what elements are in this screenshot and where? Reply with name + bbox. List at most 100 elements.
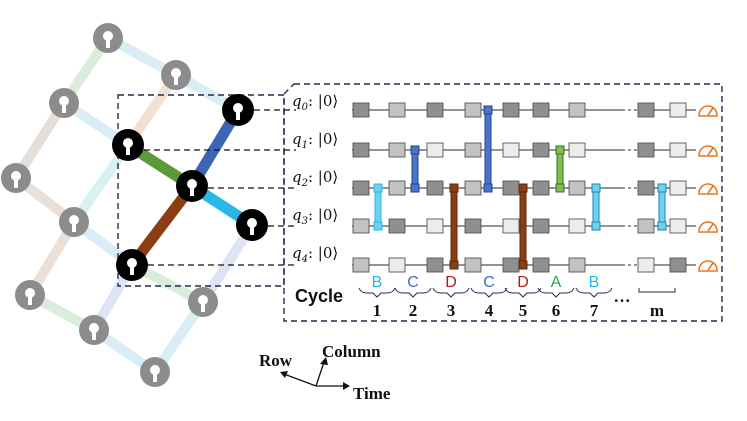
gate-q2-c5 [532, 180, 550, 196]
gate-q0-c7 [637, 102, 655, 118]
gate-q2-c1 [388, 180, 406, 196]
qubit-idle [1, 163, 31, 193]
gate-q4-c5 [532, 257, 550, 273]
qubit-active-q4 [116, 249, 148, 281]
column-arrow-icon [320, 357, 328, 365]
two-qubit-gate-end-6 [591, 183, 601, 193]
two-qubit-gate-end-3 [483, 105, 493, 115]
two-qubit-gate-end-3 [483, 183, 493, 193]
measure-icon-q3 [698, 221, 718, 233]
gate-q1-c0 [352, 142, 370, 158]
qubit-idle [79, 315, 109, 345]
two-qubit-gate-end-2 [449, 260, 459, 270]
gate-q4-c7 [637, 257, 655, 273]
qubit-label-q2: q2: |0⟩ [292, 168, 338, 189]
cycle-title: Cycle [295, 286, 343, 306]
two-qubit-gate-end-4 [518, 183, 528, 193]
gate-q3-c4 [502, 218, 520, 234]
qubit-idle [188, 287, 218, 317]
gate-q3-c7 [637, 218, 655, 234]
qubit-idle [49, 88, 79, 118]
cycle-letter-3: C [483, 274, 495, 291]
gate-q0-c4 [502, 102, 520, 118]
cycle-letter-5: A [551, 274, 562, 291]
qubit-lattice [1, 23, 285, 387]
two-qubit-gate-4 [519, 187, 527, 266]
gate-q4-c1 [388, 257, 406, 273]
cycle-brace-4 [504, 287, 542, 298]
gate-q4-c0 [352, 257, 370, 273]
gate-q3-c1 [388, 218, 406, 234]
qubit-active-q0 [222, 94, 254, 126]
axes-legend: Row Column Time [259, 342, 391, 403]
two-qubit-gate-0 [374, 187, 382, 227]
two-qubit-gate-end-0 [373, 183, 383, 193]
single-qubit-gates [352, 102, 687, 273]
cycle-number-3: 4 [485, 301, 494, 320]
cycle-letter-4: D [517, 274, 529, 291]
gate-q2-c7 [637, 180, 655, 196]
idle-qubits [1, 23, 218, 387]
gate-q2-c8 [669, 180, 687, 196]
qubit-label-q1: q1: |0⟩ [292, 130, 338, 151]
qubit-label-q3: q3: |0⟩ [292, 206, 338, 227]
gate-q4-c3 [464, 257, 482, 273]
two-qubit-gates [373, 105, 667, 270]
two-qubit-gate-end-5 [555, 183, 565, 193]
gate-q0-c3 [464, 102, 482, 118]
measure-icon-q2 [698, 183, 718, 195]
cycle-brace-1 [394, 287, 432, 298]
gate-q0-c0 [352, 102, 370, 118]
gate-q3-c5 [532, 218, 550, 234]
row-axis-line [283, 373, 317, 387]
gate-q1-c6 [568, 142, 586, 158]
gate-q3-c0 [352, 218, 370, 234]
gate-q3-c6 [568, 218, 586, 234]
two-qubit-gate-end-5 [555, 145, 565, 155]
qubit-label-q0: q0: |0⟩ [292, 92, 338, 113]
cycle-brace-3 [470, 287, 508, 298]
circuit-panel-border [283, 83, 723, 322]
gate-q2-c2 [426, 180, 444, 196]
column-axis-label: Column [322, 342, 381, 361]
gate-q0-c6 [568, 102, 586, 118]
qubit-idle [15, 280, 45, 310]
two-qubit-gate-7 [658, 187, 666, 227]
qubit-label-q4: q4: |0⟩ [292, 244, 338, 265]
cycle-brace-6 [575, 287, 613, 298]
cycle-number-4: 5 [519, 301, 528, 320]
row-arrow-icon [280, 371, 288, 378]
cycle-number-0: 1 [373, 301, 382, 320]
measurements [698, 105, 718, 272]
two-qubit-gate-end-0 [373, 221, 383, 231]
cycle-brace-8 [638, 288, 676, 293]
two-qubit-gate-end-7 [657, 183, 667, 193]
column-axis-line [315, 361, 325, 387]
qubit-active-q3 [236, 209, 268, 241]
gate-q1-c1 [388, 142, 406, 158]
gate-q0-c2 [426, 102, 444, 118]
qubit-connectors [144, 109, 296, 266]
qubit-active-q2 [176, 170, 208, 202]
two-qubit-gate-end-6 [591, 221, 601, 231]
qubit-active-q1 [112, 129, 144, 161]
gate-q1-c3 [464, 142, 482, 158]
gate-q1-c2 [426, 142, 444, 158]
two-qubit-gate-end-2 [449, 183, 459, 193]
cycle-number-1: 2 [409, 301, 418, 320]
two-qubit-gate-3 [484, 109, 492, 189]
two-qubit-gate-6 [592, 187, 600, 227]
measure-icon-q0 [698, 105, 718, 117]
two-qubit-gate-5 [556, 149, 564, 189]
two-qubit-gate-2 [450, 187, 458, 266]
gate-q2-c4 [502, 180, 520, 196]
gate-q3-c8 [669, 218, 687, 234]
cycle-number-5: 6 [552, 301, 561, 320]
time-arrow-icon [343, 382, 350, 390]
gate-q4-c8 [669, 257, 687, 273]
cycle-brace-2 [432, 287, 470, 298]
cycle-brace-5 [537, 287, 575, 298]
cycle-number-6: 7 [590, 301, 599, 320]
gate-q2-c3 [464, 180, 482, 196]
